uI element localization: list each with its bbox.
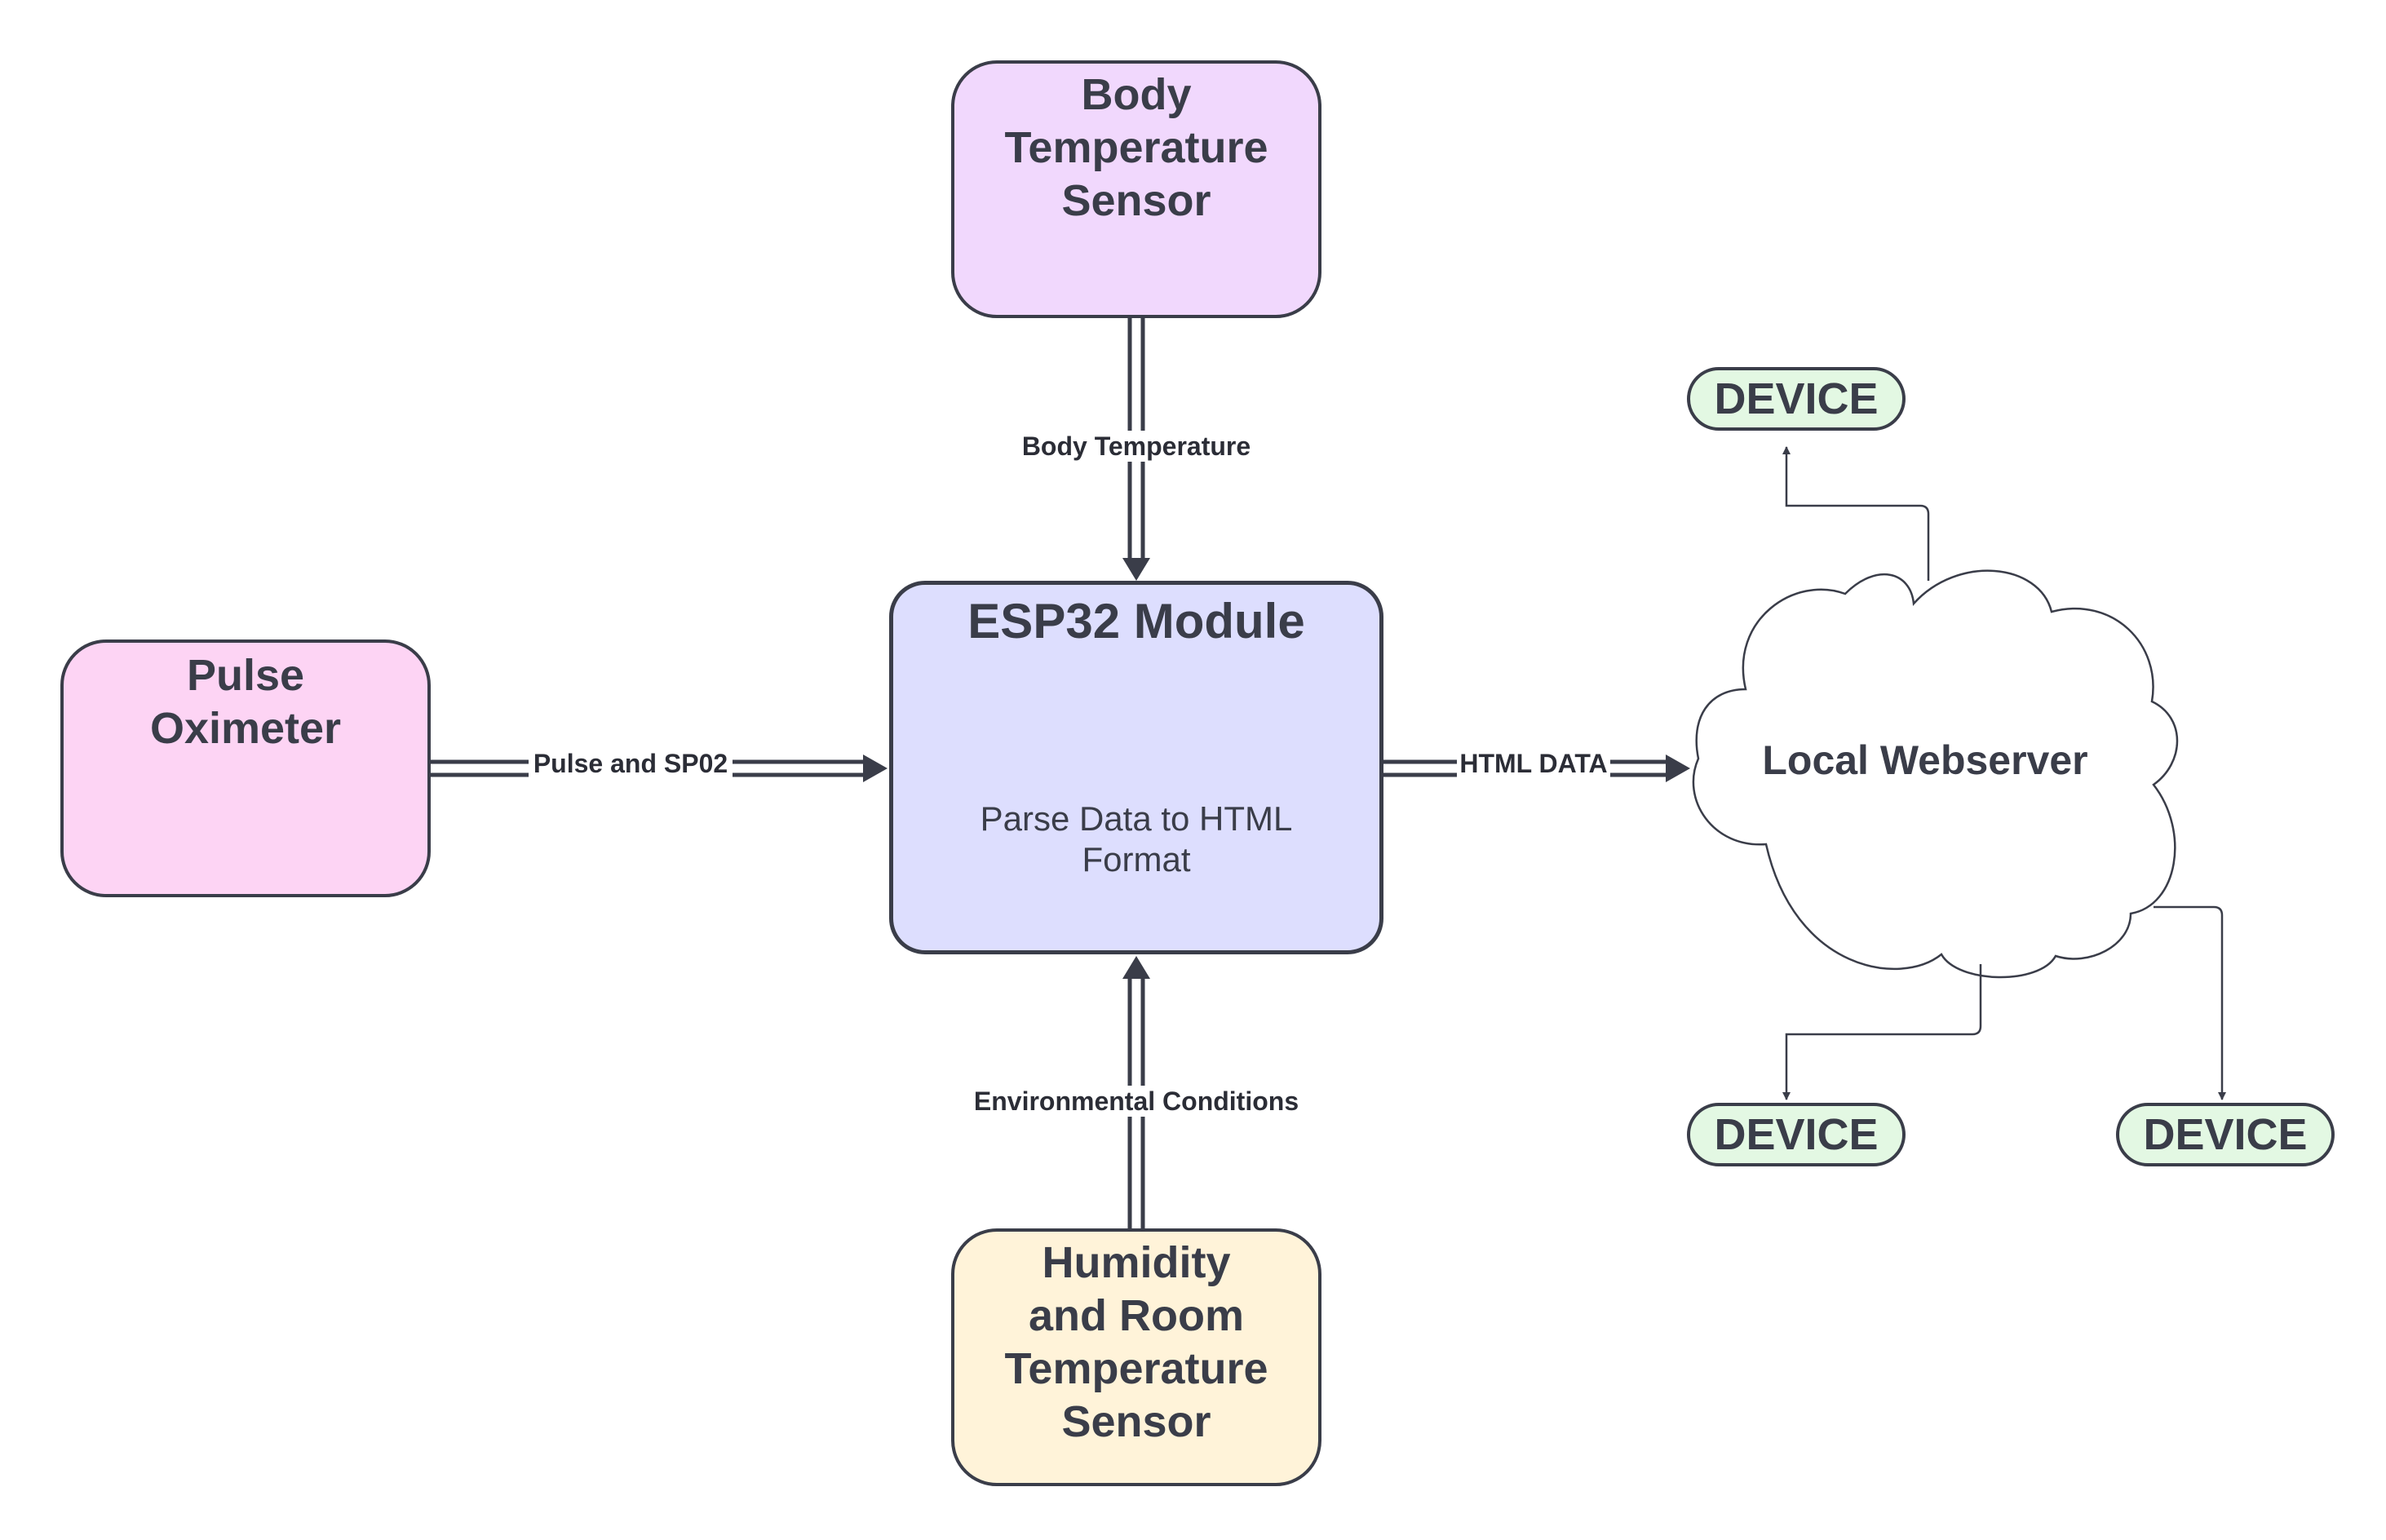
edge-webserver-to-device-bottom-left [1782, 964, 1982, 1100]
edge-label-body-temperature: Body Temperature [1012, 431, 1261, 462]
arrowhead-html [1666, 755, 1690, 782]
body-temperature-sensor-node: Body Temperature Sensor [951, 60, 1321, 318]
arrowhead-humidity [1122, 956, 1150, 979]
edge-label-pulse-sp02: Pulse and SP02 [529, 748, 733, 779]
device-node-bottom-right: DEVICE [2116, 1103, 2335, 1166]
pulse-oximeter-node: Pulse Oximeter [60, 639, 431, 897]
local-webserver-label: Local Webserver [1762, 737, 2088, 783]
edge-webserver-to-device-top [1782, 446, 1930, 581]
device-node-bottom-left: DEVICE [1687, 1103, 1906, 1166]
esp32-subtitle: Parse Data to HTML Format [893, 799, 1379, 880]
device-node-top: DEVICE [1687, 367, 1906, 431]
esp32-title: ESP32 Module [967, 594, 1305, 648]
webserver-cloud-shape [1692, 569, 2179, 979]
humidity-sensor-line: Temperature [1004, 1344, 1268, 1393]
pulse-oximeter-line: Pulse [186, 651, 305, 700]
edge-webserver-to-device-bottom-right [2154, 905, 2226, 1100]
body-sensor-line: Temperature [1004, 123, 1268, 172]
body-sensor-line: Sensor [1061, 176, 1211, 225]
humidity-sensor-line: Sensor [1061, 1397, 1211, 1446]
esp32-module-node: ESP32 Module Parse Data to HTML Format [889, 581, 1383, 954]
humidity-sensor-line: Humidity [1042, 1238, 1231, 1287]
edge-label-html-data: HTML DATA [1457, 748, 1610, 779]
humidity-room-temperature-sensor-node: Humidity and Room Temperature Sensor [951, 1228, 1321, 1486]
esp32-subtitle-line: Parse Data to HTML [980, 799, 1293, 838]
arrowhead-pulse [863, 755, 888, 782]
humidity-sensor-line: and Room [1029, 1291, 1244, 1340]
arrowhead-body [1122, 558, 1150, 581]
esp32-subtitle-line: Format [1082, 840, 1191, 878]
edge-label-environmental-conditions: Environmental Conditions [963, 1086, 1310, 1117]
body-sensor-line: Body [1081, 70, 1192, 119]
pulse-oximeter-line: Oximeter [149, 704, 342, 753]
